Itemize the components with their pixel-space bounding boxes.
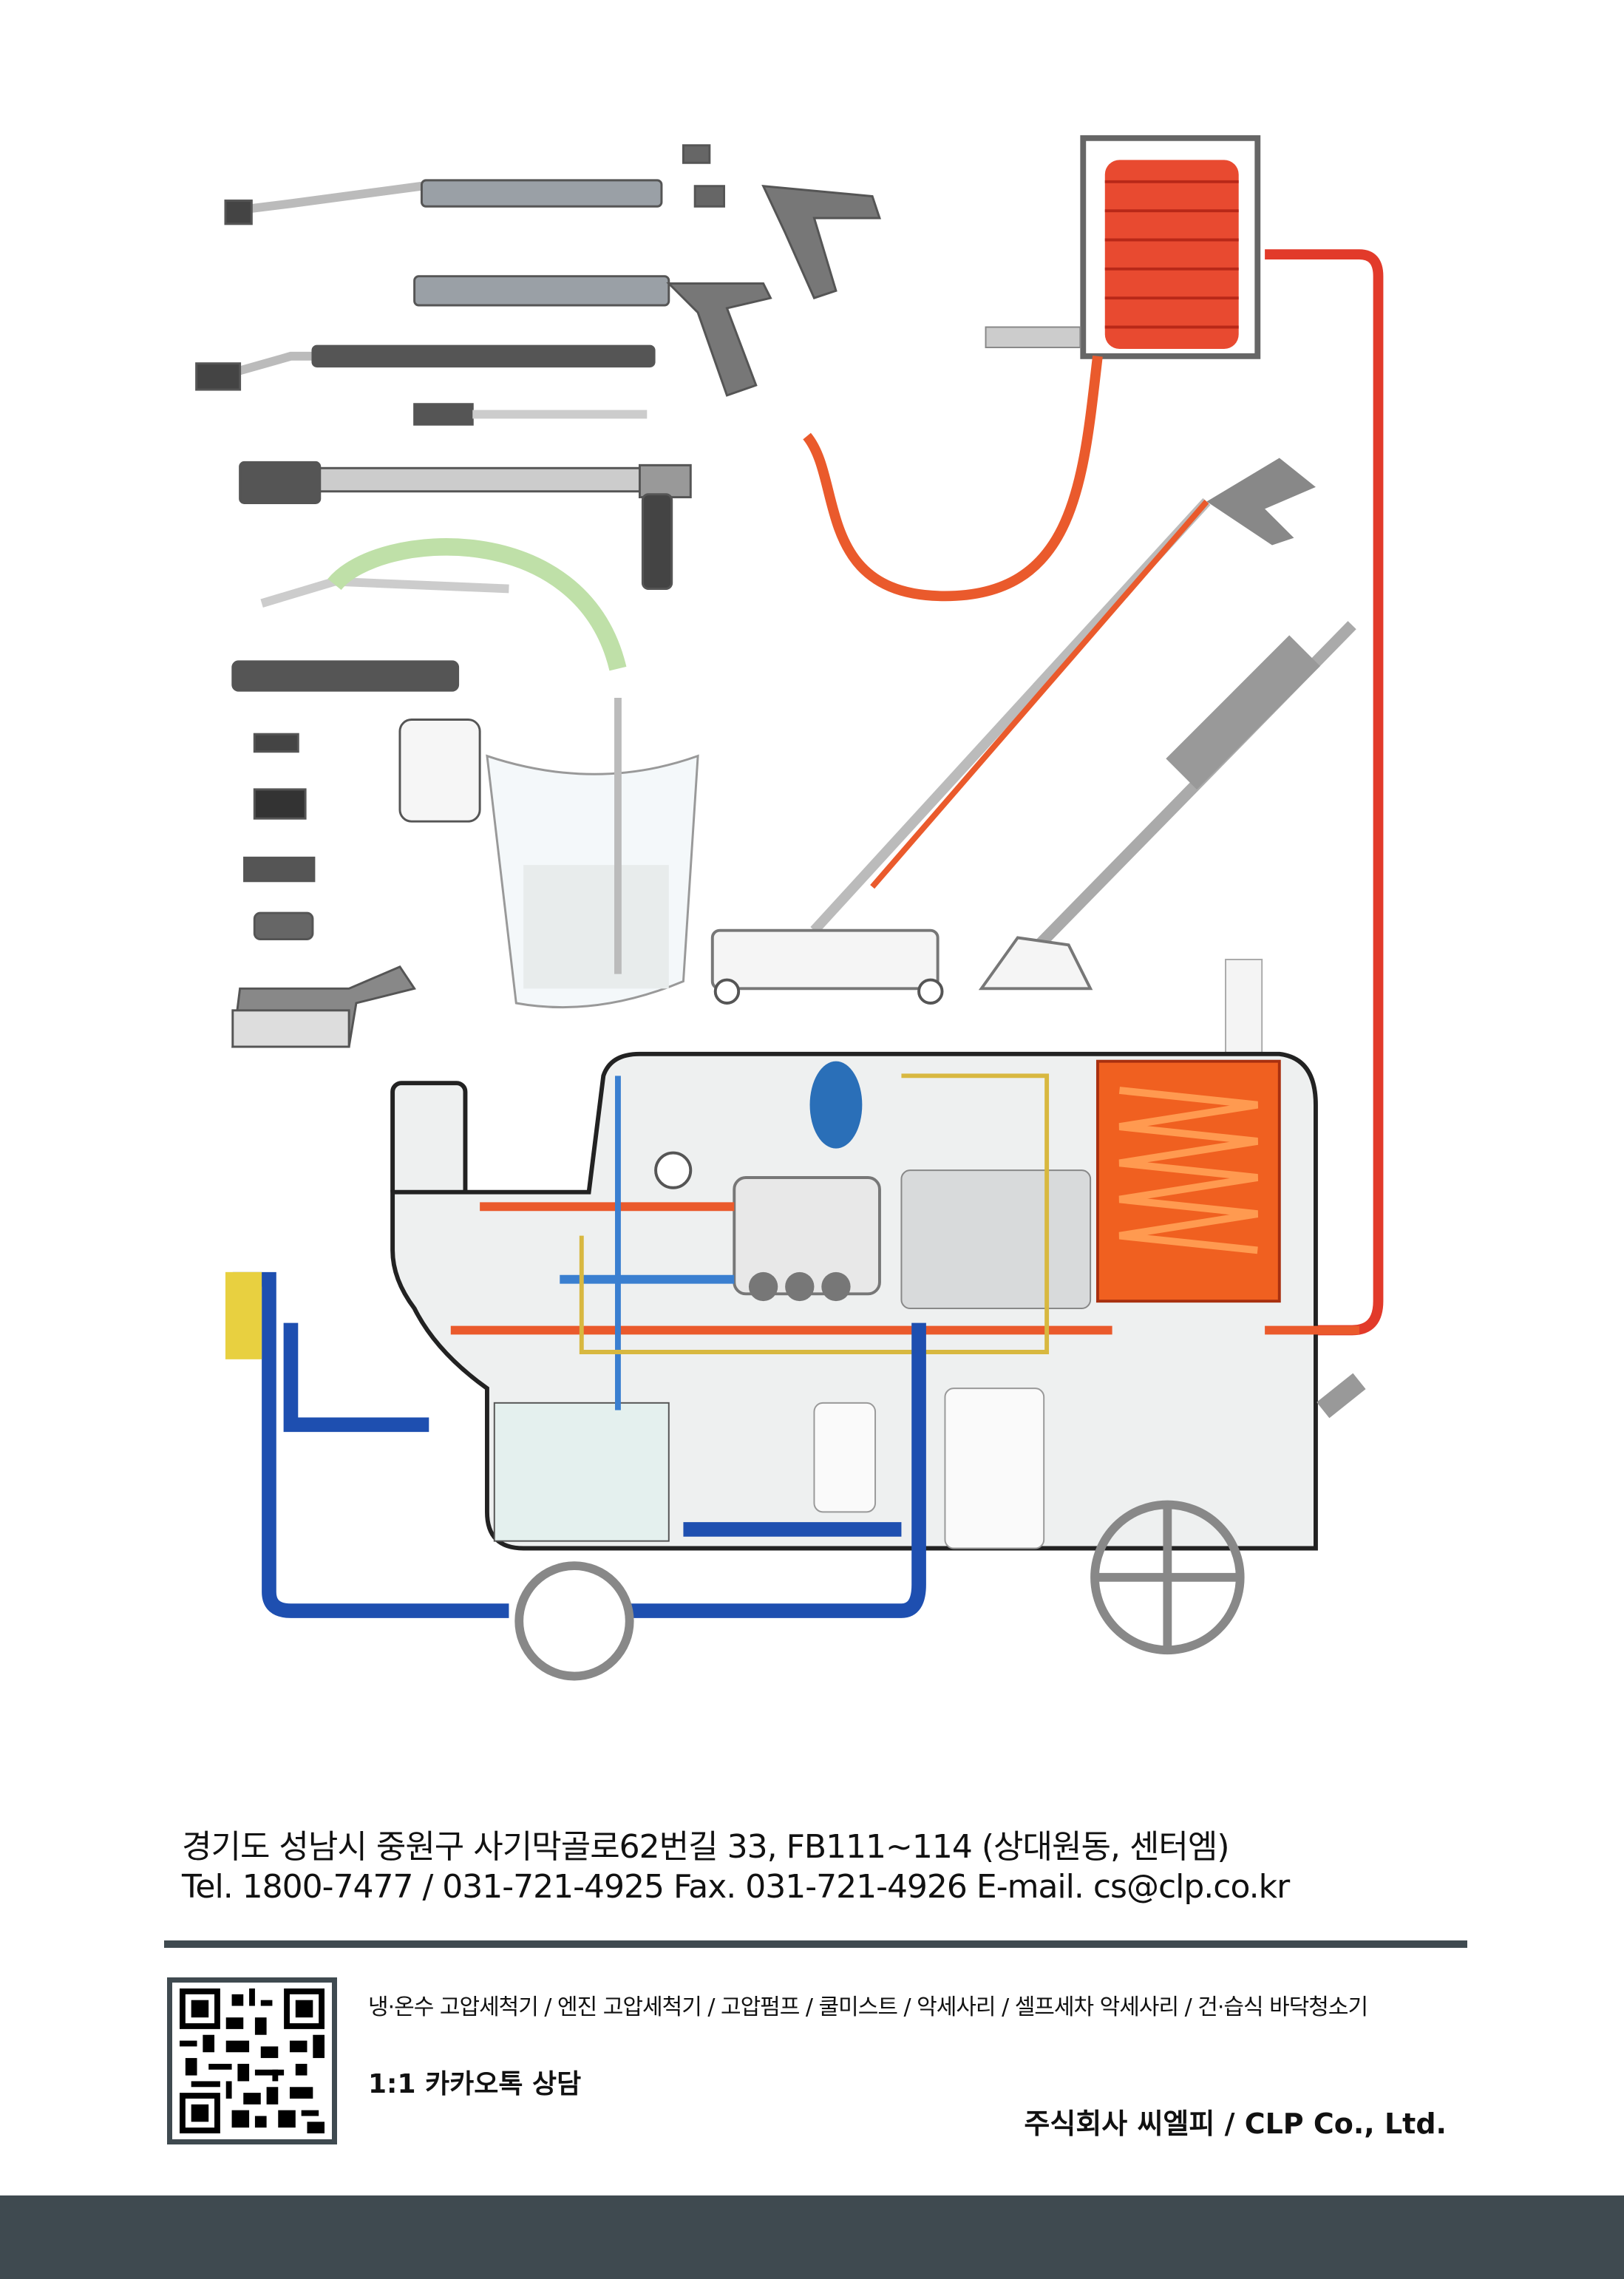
hot-water-hose <box>803 356 1103 602</box>
company-name: 주식회사 씨엘피 / CLP Co., Ltd. <box>1024 2108 1447 2140</box>
floor-cleaner <box>710 458 1316 1005</box>
wet-dry-lance <box>978 621 1356 991</box>
address: 경기도 성남시 중원구 사기막골로62번길 33, FB111~114 (상대원… <box>182 1828 1230 1866</box>
outlet-hose <box>1265 249 1384 1336</box>
cold-water-lines <box>232 1271 926 1618</box>
wheels <box>514 1500 1245 1681</box>
product-list: 냉·온수 고압세척기 / 엔진 고압세척기 / 고압펌프 / 쿨미스트 / 악세… <box>368 1994 1368 2020</box>
water-tap <box>225 1271 262 1359</box>
washer-machine <box>390 959 1366 1551</box>
kakao-qr-code[interactable] <box>167 1977 337 2144</box>
kakao-consult-label: 1:1 카카오톡 상담 <box>368 2069 582 2099</box>
hose-reel <box>985 135 1261 359</box>
pressure-washer-diagram <box>195 135 1384 1681</box>
qr-code-icon <box>180 1988 325 2133</box>
divider <box>164 1940 1467 1948</box>
accessory-lances <box>195 144 881 1048</box>
footer-bar <box>0 2195 1624 2279</box>
contact-numbers: Tel. 1800-7477 / 031-721-4925 Fax. 031-7… <box>182 1868 1290 1906</box>
foam-bag <box>486 698 699 1009</box>
